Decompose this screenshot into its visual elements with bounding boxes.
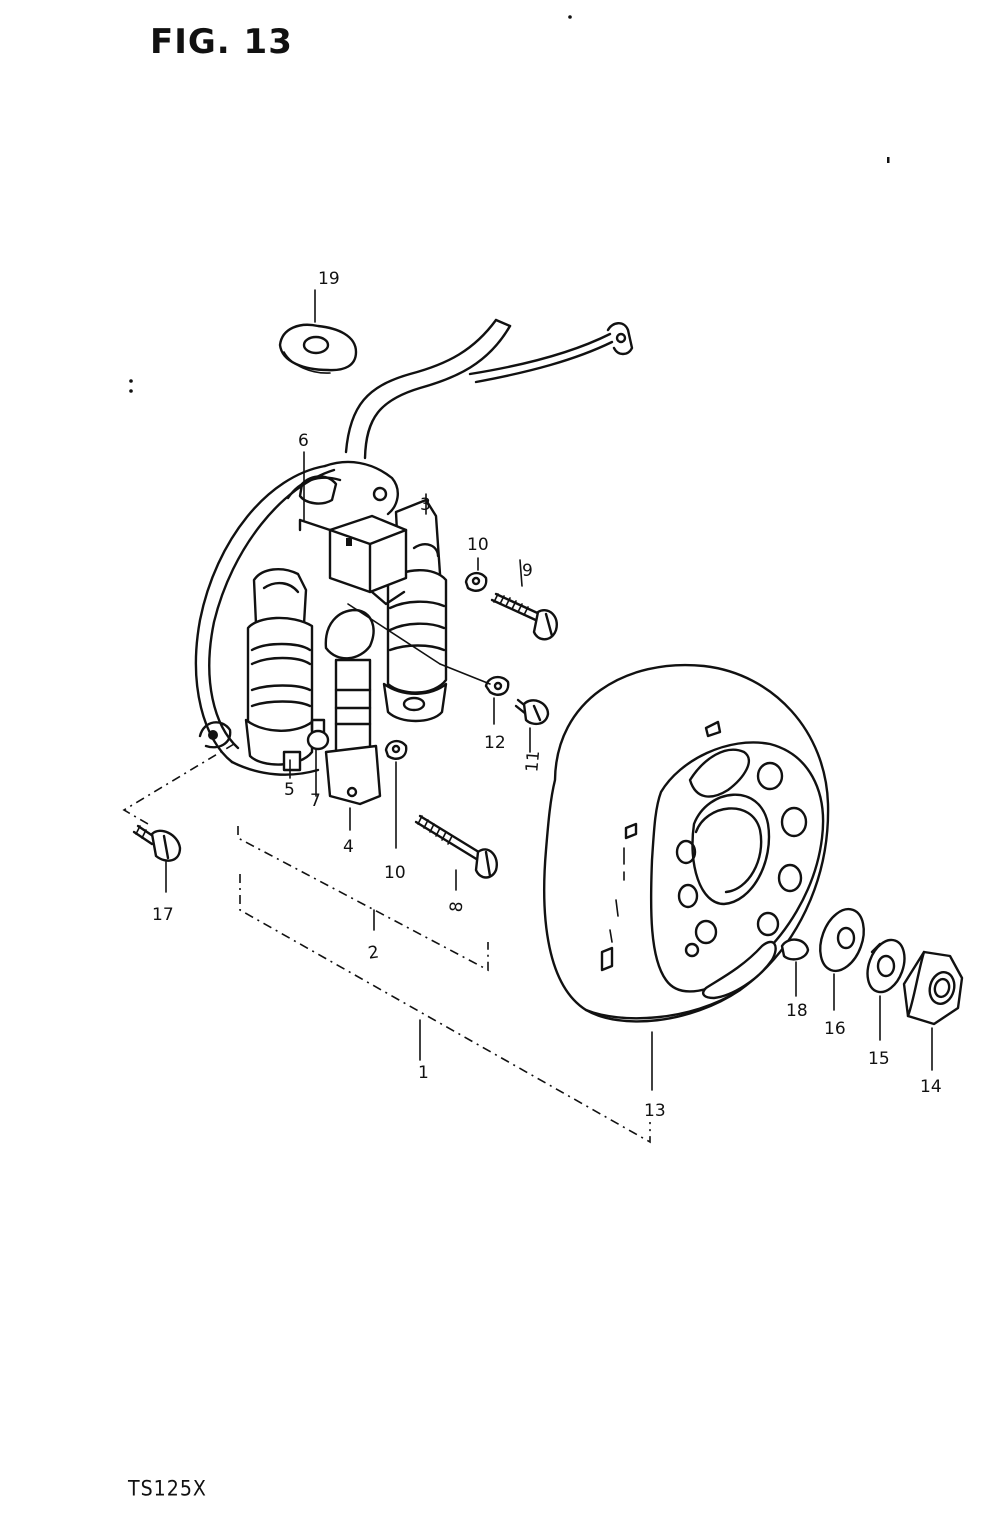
pin-part-7 [306,718,330,751]
nut-part-14 [902,950,964,1026]
callout-10-upper: 10 [467,535,489,555]
model-label: TS125X [128,1476,207,1502]
lock-washer-part-15 [866,938,906,994]
callout-10-lower: 10 [384,863,406,883]
callout-labels: 1 2 3 4 5 6 7 8 9 10 10 11 12 13 14 15 1… [152,269,942,1121]
callout-5: 5 [284,780,295,800]
callout-14: 14 [920,1077,942,1097]
callout-1: 1 [418,1063,429,1083]
callout-15: 15 [868,1049,890,1069]
speck [887,157,890,163]
leader-lines [122,289,933,1144]
callout-6: 6 [298,431,309,451]
callout-3: 3 [420,495,431,515]
coil-part-3 [382,498,448,723]
callout-9: 9 [522,561,533,581]
callout-12: 12 [484,733,506,753]
callout-13: 13 [644,1101,666,1121]
callout-7: 7 [310,791,321,811]
grommet-part [278,323,358,374]
coil-part-4 [324,608,382,806]
callout-8: 8 [447,901,468,914]
callout-18: 18 [786,1001,808,1021]
callout-16: 16 [824,1019,846,1039]
callout-11: 11 [522,750,544,773]
key-part-18 [780,938,810,961]
washer-part-10-lower [384,739,408,760]
wire-harness [344,318,634,460]
figure-title: FIG. 13 [150,22,293,62]
screw-part-17 [132,824,182,862]
stator-base-plate [194,460,399,776]
screw-part-8 [414,814,498,879]
washer-part-10-upper [464,571,488,592]
washer-part-16 [819,907,865,973]
screw-part-11 [514,698,550,726]
callout-17: 17 [152,905,174,925]
flywheel-rotor-part-13 [543,663,830,1023]
speck [129,379,133,383]
pickup-coil-part-6 [298,514,408,606]
callout-2: 2 [367,942,381,963]
screw-part-9 [490,592,558,641]
callout-19: 19 [318,269,340,289]
coil-part-5 [244,568,314,772]
callout-4: 4 [343,837,354,857]
speck [129,389,133,393]
washer-part-12 [484,675,510,696]
speck [568,15,572,19]
